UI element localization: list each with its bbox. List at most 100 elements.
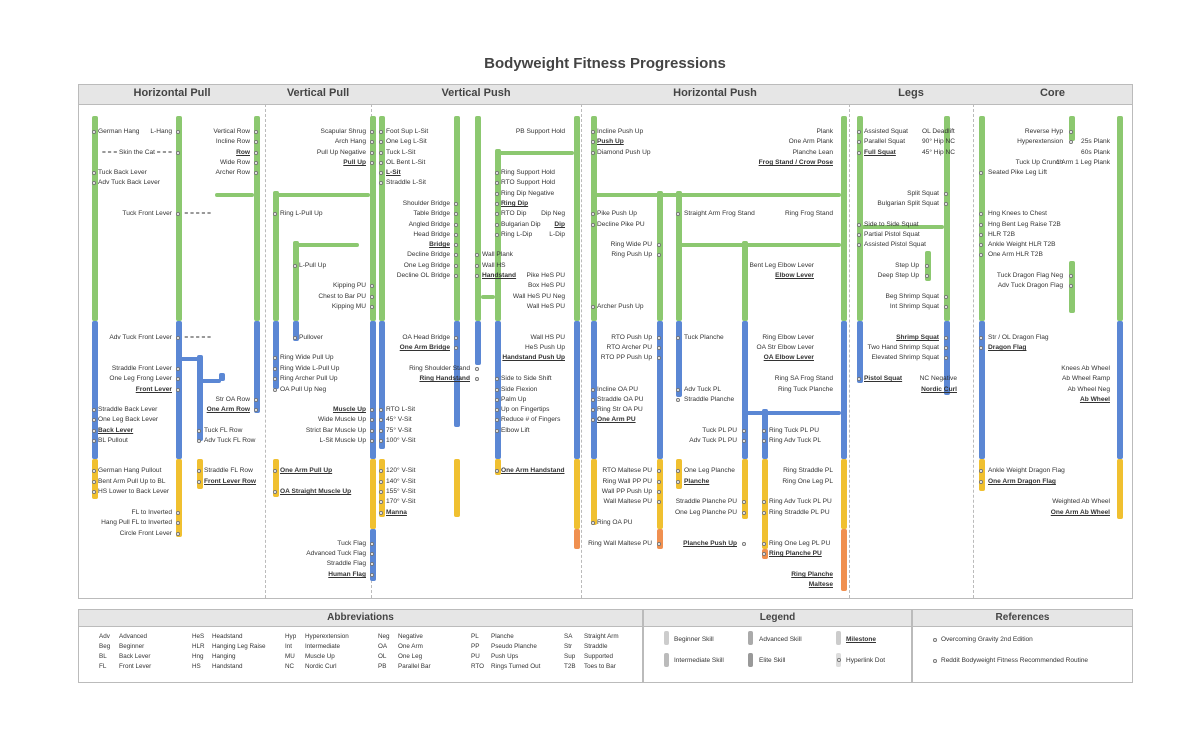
- hyperlink-dot-icon[interactable]: [591, 388, 595, 392]
- skill-label-vs23[interactable]: 120° V-Sit: [386, 467, 416, 474]
- skill-label-hr7[interactable]: One Arm Row: [206, 406, 250, 413]
- skill-label-vs14[interactable]: Decline OL Bridge: [396, 272, 450, 279]
- skill-label-vs9[interactable]: Angled Bridge: [408, 221, 450, 228]
- skill-label-ph13[interactable]: Straddle OA PU: [597, 396, 644, 403]
- skill-label-co13[interactable]: Tuck Dragon Flag Neg: [996, 272, 1063, 279]
- hyperlink-dot-icon[interactable]: [944, 336, 948, 340]
- skill-label-vd14[interactable]: Handstand: [482, 272, 517, 279]
- skill-label-pr16[interactable]: Ring One Leg PL: [782, 478, 833, 485]
- hyperlink-dot-icon[interactable]: [92, 469, 96, 473]
- hyperlink-dot-icon[interactable]: [379, 418, 383, 422]
- skill-label-vp8[interactable]: Chest to Bar PU: [318, 293, 366, 300]
- hyperlink-dot-icon[interactable]: [176, 130, 180, 134]
- skill-label-co3[interactable]: 25s Plank: [1081, 138, 1110, 145]
- skill-label-pl9[interactable]: Straddle Planche PU: [675, 498, 737, 505]
- hyperlink-dot-icon[interactable]: [176, 336, 180, 340]
- hyperlink-dot-icon[interactable]: [370, 552, 374, 556]
- skill-label-pr12[interactable]: Ring Tuck Planche: [778, 386, 833, 393]
- hyperlink-dot-icon[interactable]: [370, 562, 374, 566]
- hyperlink-dot-icon[interactable]: [370, 305, 374, 309]
- hyperlink-dot-icon[interactable]: [176, 212, 180, 216]
- hyperlink-dot-icon[interactable]: [657, 243, 661, 247]
- skill-label-vp19[interactable]: One Arm Pull Up: [280, 467, 333, 474]
- skill-label-vs8[interactable]: Table Bridge: [413, 210, 450, 217]
- skill-label-pl1[interactable]: Straight Arm Frog Stand: [684, 210, 755, 217]
- hyperlink-dot-icon[interactable]: [254, 161, 258, 165]
- hyperlink-dot-icon[interactable]: [92, 171, 96, 175]
- skill-label-lg7[interactable]: Split Squat: [907, 190, 939, 197]
- skill-label-pr9[interactable]: OA Str Elbow Lever: [756, 344, 814, 351]
- skill-label-vp11[interactable]: Ring Wide Pull Up: [280, 354, 334, 361]
- skill-label-vp14[interactable]: OA Pull Up Neg: [280, 386, 327, 393]
- skill-label-lg13[interactable]: Deep Step Up: [877, 272, 919, 279]
- hyperlink-dot-icon[interactable]: [591, 408, 595, 412]
- hyperlink-dot-icon[interactable]: [762, 552, 766, 556]
- skill-label-vp16[interactable]: Wide Muscle Up: [317, 416, 366, 423]
- hyperlink-dot-icon[interactable]: [379, 151, 383, 155]
- skill-label-hp11[interactable]: One Leg Frong Lever: [109, 375, 172, 382]
- hyperlink-dot-icon[interactable]: [657, 500, 661, 504]
- skill-label-vs17[interactable]: Ring Shoulder Stand: [409, 365, 470, 372]
- skill-label-co4[interactable]: 60s Plank: [1081, 149, 1110, 156]
- skill-label-lg1[interactable]: Assisted Squat: [864, 128, 908, 135]
- skill-label-ph21[interactable]: Ring Wall Maltese PU: [588, 540, 652, 547]
- skill-label-vp9[interactable]: Kipping MU: [331, 303, 366, 310]
- hyperlink-dot-icon[interactable]: [944, 356, 948, 360]
- skill-label-hp20[interactable]: FL to Inverted: [131, 509, 172, 516]
- hyperlink-dot-icon[interactable]: [370, 418, 374, 422]
- hyperlink-dot-icon[interactable]: [273, 388, 277, 392]
- hyperlink-dot-icon[interactable]: [176, 532, 180, 536]
- skill-label-vd5[interactable]: Ring Dip: [501, 200, 529, 207]
- hyperlink-dot-icon[interactable]: [454, 243, 458, 247]
- skill-label-vp5[interactable]: Ring L-Pull Up: [280, 210, 323, 217]
- hyperlink-dot-icon[interactable]: [591, 305, 595, 309]
- skill-label-vp24[interactable]: Human Flag: [328, 571, 366, 578]
- hyperlink-dot-icon[interactable]: [979, 469, 983, 473]
- hyperlink-dot-icon[interactable]: [370, 140, 374, 144]
- skill-label-co9[interactable]: Hng Bent Leg Raise T2B: [988, 221, 1061, 228]
- skill-label-vp13[interactable]: Ring Archer Pull Up: [280, 375, 338, 382]
- skill-label-vs26[interactable]: 170° V-Sit: [386, 498, 416, 505]
- skill-label-lg19[interactable]: Pistol Squat: [864, 375, 903, 382]
- hyperlink-dot-icon[interactable]: [370, 439, 374, 443]
- hyperlink-dot-icon[interactable]: [273, 356, 277, 360]
- skill-label-ph4[interactable]: Pike Push Up: [597, 210, 637, 217]
- skill-label-hr8[interactable]: Tuck FL Row: [204, 427, 243, 434]
- skill-label-ph20[interactable]: Ring OA PU: [597, 519, 633, 526]
- skill-label-pr6[interactable]: Bent Leg Elbow Lever: [749, 262, 814, 269]
- skill-label-ph12[interactable]: Incline OA PU: [597, 386, 639, 393]
- hyperlink-dot-icon[interactable]: [657, 542, 661, 546]
- skill-label-vs12[interactable]: Decline Bridge: [407, 251, 450, 258]
- hyperlink-dot-icon[interactable]: [176, 151, 180, 155]
- hyperlink-dot-icon[interactable]: [857, 151, 861, 155]
- hyperlink-dot-icon[interactable]: [657, 336, 661, 340]
- hyperlink-dot-icon[interactable]: [495, 418, 499, 422]
- hyperlink-dot-icon[interactable]: [475, 367, 479, 371]
- skill-label-hp12[interactable]: Front Lever: [135, 386, 172, 393]
- hyperlink-dot-icon[interactable]: [495, 202, 499, 206]
- skill-label-co15[interactable]: Str / OL Dragon Flag: [988, 334, 1049, 341]
- hyperlink-dot-icon[interactable]: [979, 171, 983, 175]
- skill-label-pr1[interactable]: Plank: [816, 128, 834, 135]
- reference-link-dot-icon[interactable]: [933, 638, 937, 642]
- hyperlink-dot-icon[interactable]: [273, 212, 277, 216]
- hyperlink-dot-icon[interactable]: [254, 140, 258, 144]
- hyperlink-dot-icon[interactable]: [857, 243, 861, 247]
- hyperlink-dot-icon[interactable]: [370, 408, 374, 412]
- skill-label-co16[interactable]: Dragon Flag: [988, 344, 1027, 351]
- hyperlink-dot-icon[interactable]: [676, 480, 680, 484]
- skill-label-vd24[interactable]: Palm Up: [501, 396, 527, 403]
- hyperlink-dot-icon[interactable]: [979, 243, 983, 247]
- hyperlink-dot-icon[interactable]: [944, 202, 948, 206]
- skill-label-ph15[interactable]: One Arm PU: [597, 416, 636, 423]
- hyperlink-dot-icon[interactable]: [176, 511, 180, 515]
- skill-label-co2[interactable]: Hyperextension: [1017, 138, 1063, 145]
- hyperlink-dot-icon[interactable]: [591, 130, 595, 134]
- skill-label-vp3[interactable]: Pull Up Negative: [316, 149, 366, 156]
- hyperlink-dot-icon[interactable]: [944, 192, 948, 196]
- skill-label-hp9[interactable]: = = = = =: [184, 334, 211, 341]
- hyperlink-dot-icon[interactable]: [92, 408, 96, 412]
- hyperlink-dot-icon[interactable]: [857, 377, 861, 381]
- hyperlink-dot-icon[interactable]: [742, 439, 746, 443]
- skill-label-co18[interactable]: Ab Wheel Ramp: [1061, 375, 1110, 382]
